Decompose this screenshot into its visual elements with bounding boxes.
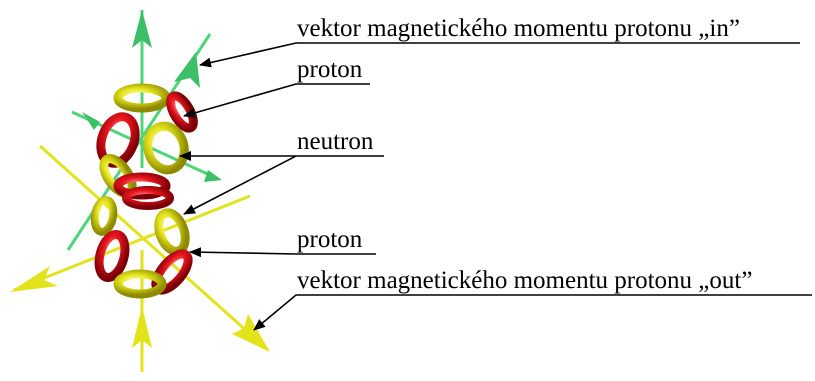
leader-line-neutron-lower: [183, 155, 384, 215]
label-magnetic-moment-in: vektor magnetického momentu protonu „in”: [297, 15, 740, 42]
leader-lines: [179, 42, 812, 331]
proton-ring: [166, 91, 198, 133]
in-axis-arrowhead-top: [132, 10, 152, 48]
label-proton-top: proton: [297, 56, 363, 83]
leader-line-in-moment: [199, 42, 800, 68]
in-moment-axis: [66, 10, 222, 251]
neutron-ring: [90, 196, 118, 236]
leader-line-proton-top: [183, 83, 370, 118]
neutron-ring: [113, 83, 171, 113]
nucleon-rings: [90, 83, 198, 299]
out-axis-arrowhead-diagonal: [232, 314, 270, 352]
labels: vektor magnetického momentu protonu „in”…: [297, 15, 752, 294]
neutron-ring: [143, 121, 189, 175]
proton-ring: [113, 172, 171, 200]
leader-line-proton-bottom: [189, 247, 376, 258]
label-neutron: neutron: [297, 128, 374, 155]
leader-line-out-moment: [253, 294, 812, 331]
label-magnetic-moment-out: vektor magnetického momentu protonu „out…: [297, 267, 752, 294]
in-axis-arrowhead-right: [204, 170, 222, 182]
out-axis-diagonal: [38, 144, 270, 352]
neutron-ring: [113, 269, 167, 299]
in-axis-arrowhead-diagonal: [174, 52, 200, 88]
in-axis-arrowhead-left: [82, 112, 100, 130]
proton-ring: [94, 230, 130, 282]
out-axis-arrowhead-bottom: [132, 306, 152, 348]
out-axis-arrowhead-left: [10, 266, 58, 292]
neutron-ring: [154, 208, 190, 256]
label-proton-bottom: proton: [297, 226, 363, 253]
proton-ring: [122, 186, 174, 210]
out-axis-horizontal: [13, 194, 251, 292]
